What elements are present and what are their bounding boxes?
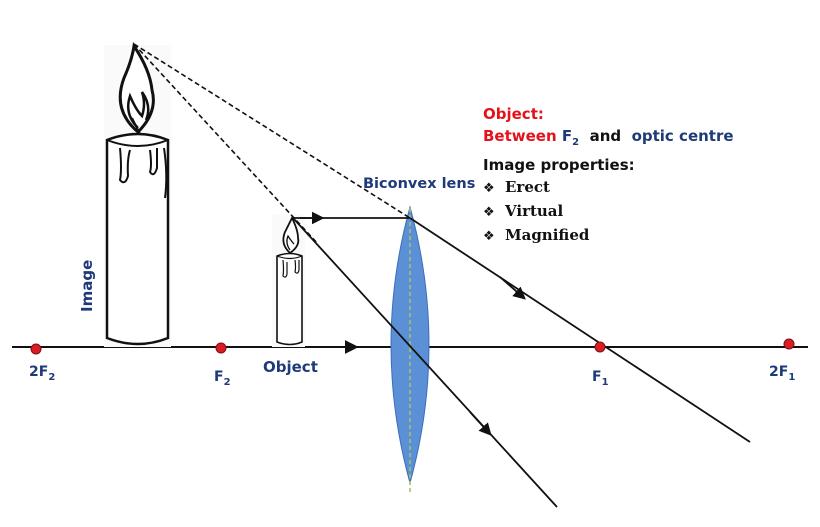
properties-heading: Image properties: (483, 156, 635, 174)
position-f: F2 (561, 127, 580, 148)
position-and: and (589, 127, 622, 145)
bullet-icon: ❖ (483, 181, 495, 196)
property-item: ❖Erect (483, 176, 734, 200)
bullet-icon: ❖ (483, 205, 495, 220)
image-label: Image (78, 260, 96, 312)
refracted-ray-arrow (499, 276, 526, 300)
object-heading: Object: (483, 105, 544, 123)
label-f2: F2 (214, 369, 231, 388)
virtual-ray-2 (133, 43, 319, 245)
object-position: Between F2 and optic centre (483, 125, 734, 154)
point-f1 (594, 341, 606, 353)
info-panel: Object: Between F2 and optic centre Imag… (483, 103, 734, 248)
property-item: ❖Virtual (483, 200, 734, 224)
refracted-ray (409, 217, 751, 443)
point-2f2 (30, 343, 42, 355)
object-candle-icon (272, 214, 305, 347)
point-f2 (215, 342, 227, 354)
property-item: ❖Magnified (483, 224, 734, 248)
image-candle-icon (104, 41, 171, 347)
lens-label: Biconvex lens (363, 176, 475, 192)
label-2f2: 2F2 (29, 364, 55, 383)
bullet-icon: ❖ (483, 229, 495, 244)
position-centre: optic centre (631, 127, 734, 145)
virtual-ray-1 (133, 43, 411, 219)
centre-ray-arrow (469, 411, 492, 436)
centre-ray (292, 217, 558, 508)
object-label: Object (263, 358, 318, 376)
position-prefix: Between (483, 127, 557, 145)
label-2f1: 2F1 (769, 364, 795, 383)
label-f1: F1 (592, 369, 609, 388)
point-2f1 (783, 338, 795, 350)
